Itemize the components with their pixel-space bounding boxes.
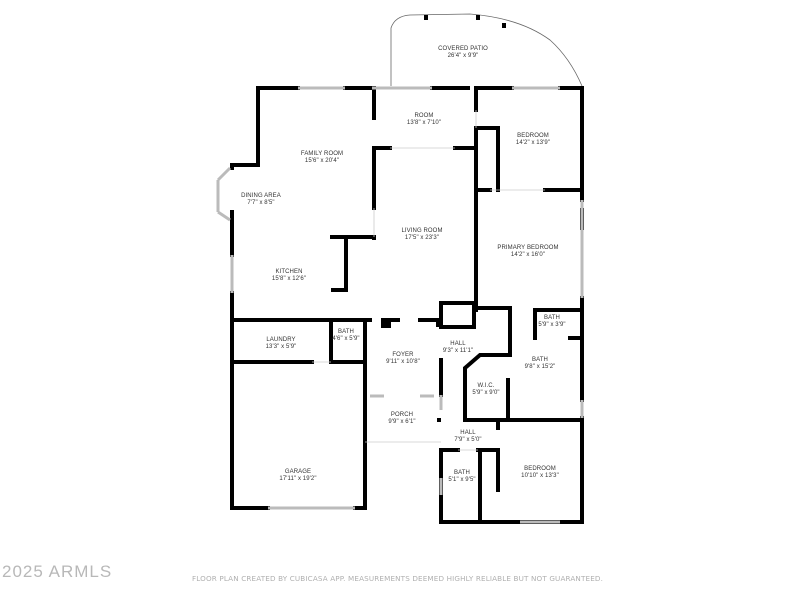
patio-posts <box>424 15 506 28</box>
thin-openings <box>312 110 545 451</box>
armls-watermark: 2025 ARMLS <box>2 562 113 581</box>
room-label-wic: W.I.C.5'9" x 9'0" <box>472 383 500 396</box>
covered-patio-outline <box>390 13 583 87</box>
windows <box>216 86 584 524</box>
disclaimer-text: FLOOR PLAN CREATED BY CUBICASA APP. MEAS… <box>192 574 604 583</box>
walls <box>230 86 584 524</box>
wall-posts <box>381 318 441 328</box>
